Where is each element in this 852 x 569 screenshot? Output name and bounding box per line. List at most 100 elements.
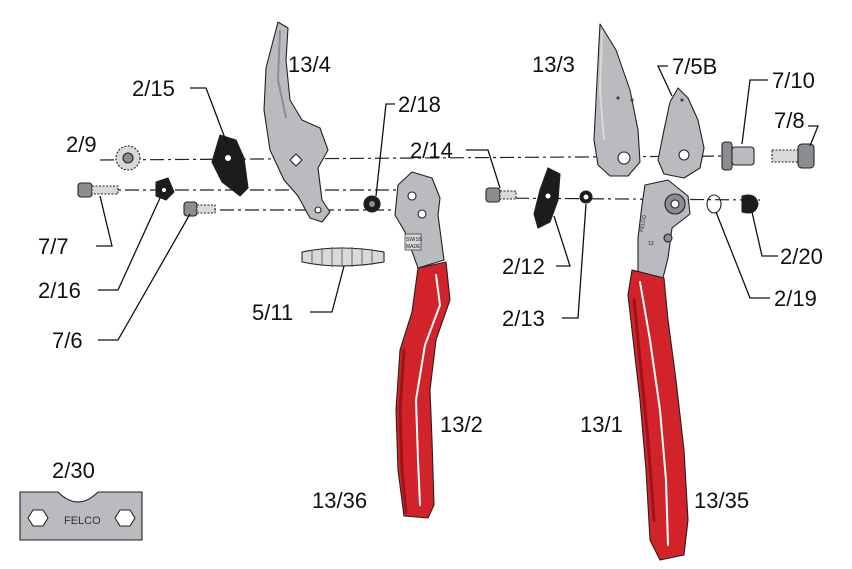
leader-lines xyxy=(96,65,819,341)
anvil-body xyxy=(263,21,331,223)
spring-5-11-coils xyxy=(311,247,373,267)
leader-2-20 xyxy=(751,211,778,257)
anvil-diamond-hole xyxy=(289,153,303,167)
screw-7-6-thread xyxy=(196,204,216,214)
label-2-30: 2/30 xyxy=(52,458,95,483)
blade-holder-7-5B xyxy=(657,87,705,179)
leader-7-8 xyxy=(808,125,819,147)
right-handle-metal-head xyxy=(637,179,691,283)
left-handle-13-2: SWISS MADE xyxy=(394,171,451,519)
leader-2-16 xyxy=(98,197,161,291)
wrench-2-30-hex-right xyxy=(114,509,136,527)
label-7-8: 7/8 xyxy=(774,108,805,133)
right-handle-lower-pin xyxy=(663,233,673,243)
blade-rivet-2 xyxy=(630,98,634,102)
right-handle-red-grip xyxy=(627,269,689,561)
cap-2-20-body xyxy=(741,194,759,214)
nut-2-18-hole xyxy=(369,201,375,207)
label-13-4: 13/4 xyxy=(288,52,331,77)
part-7-8-bolt xyxy=(771,143,815,169)
wrench-2-30-body xyxy=(19,491,143,541)
leader-2-18 xyxy=(375,103,395,197)
leader-2-19 xyxy=(715,211,770,299)
screw-2-14-thread xyxy=(499,190,517,200)
right-handle-mark-model: 13 xyxy=(648,241,654,247)
left-handle-grip-shadow xyxy=(398,348,408,514)
label-13-3: 13/3 xyxy=(532,52,575,77)
label-2-18: 2/18 xyxy=(398,92,441,117)
part-2-30-wrench: FELCO xyxy=(19,491,143,541)
label-2-15: 2/15 xyxy=(132,76,175,101)
right-handle-pivot-hole xyxy=(670,199,680,209)
leader-2-14 xyxy=(466,149,501,189)
blade-pivot-hole xyxy=(617,151,631,165)
part-7-10-sleeve xyxy=(721,141,755,171)
left-handle-metal-head xyxy=(394,171,445,269)
leader-7-7 xyxy=(96,195,113,247)
label-2-9: 2/9 xyxy=(66,132,97,157)
wrench-2-30-hex-left xyxy=(27,509,49,527)
blade-holder-rivet xyxy=(680,98,684,102)
right-handle-mark-brand: FELCO xyxy=(639,215,648,233)
label-7-5B: 7/5B xyxy=(672,54,717,79)
left-handle-mark-1: SWISS xyxy=(406,237,423,243)
blade-holder-hole xyxy=(678,149,690,161)
part-2-14-screw xyxy=(485,187,517,203)
sleeve-7-10-body xyxy=(731,146,755,166)
label-2-19: 2/19 xyxy=(774,286,817,311)
left-handle-mark-2: MADE xyxy=(406,244,421,250)
bolt-7-8-head xyxy=(797,143,815,169)
label-2-14: 2/14 xyxy=(410,138,453,163)
leader-7-10 xyxy=(741,79,768,145)
sleeve-7-10-flange xyxy=(721,141,733,171)
left-handle-mark-plate xyxy=(404,233,422,251)
left-handle-grip-highlight xyxy=(414,274,442,506)
bolt-7-8-thread xyxy=(771,149,799,163)
part-2-13-washer xyxy=(579,190,593,204)
right-handle-grip-shadow xyxy=(632,298,656,522)
leader-2-15 xyxy=(190,87,229,147)
label-2-12: 2/12 xyxy=(502,254,545,279)
part-2-15-plate xyxy=(211,134,249,197)
blade-body xyxy=(593,23,641,177)
label-13-36: 13/36 xyxy=(312,488,367,513)
label-13-1: 13/1 xyxy=(580,412,623,437)
leader-7-6 xyxy=(98,213,191,341)
label-2-20: 2/20 xyxy=(780,244,823,269)
anvil-hole xyxy=(314,206,322,214)
left-handle-hole-bottom xyxy=(417,209,427,219)
leader-2-12 xyxy=(553,215,571,267)
axis-right-middle xyxy=(489,197,761,201)
label-7-7: 7/7 xyxy=(38,234,69,259)
part-2-20-cap xyxy=(741,194,759,214)
blade-rivet xyxy=(616,96,620,100)
part-2-19-ring xyxy=(706,194,722,214)
label-13-2: 13/2 xyxy=(440,412,483,437)
anvil-13-4 xyxy=(263,21,331,223)
blade-edge xyxy=(598,29,605,141)
plate-2-15-hole xyxy=(225,155,231,161)
screw-7-7-thread xyxy=(91,185,119,195)
right-handle-grip-highlight xyxy=(639,281,669,546)
part-2-16-clip xyxy=(155,177,175,201)
left-handle-red-grip xyxy=(395,261,451,519)
screw-7-7-head xyxy=(77,182,93,198)
part-2-12-clip xyxy=(533,167,561,229)
clip-2-16-hole xyxy=(162,188,166,192)
callout-labels: 13/4 2/15 2/18 2/9 2/14 7/7 2/16 7/6 5/1… xyxy=(38,52,823,513)
label-2-13: 2/13 xyxy=(502,306,545,331)
label-7-6: 7/6 xyxy=(52,328,83,353)
label-13-35: 13/35 xyxy=(694,488,749,513)
leader-7-5B xyxy=(656,65,673,97)
part-7-7-screw xyxy=(77,182,119,198)
part-2-18-nut xyxy=(363,195,381,213)
ring-2-19-body xyxy=(706,194,722,214)
label-7-10: 7/10 xyxy=(772,68,815,93)
right-handle-13-1: FELCO 13 xyxy=(627,179,691,561)
leader-5-11 xyxy=(310,265,345,313)
blade-holder-body xyxy=(657,87,705,179)
label-5-11: 5/11 xyxy=(252,300,293,325)
leader-2-13 xyxy=(562,203,587,319)
label-2-16: 2/16 xyxy=(38,278,81,303)
